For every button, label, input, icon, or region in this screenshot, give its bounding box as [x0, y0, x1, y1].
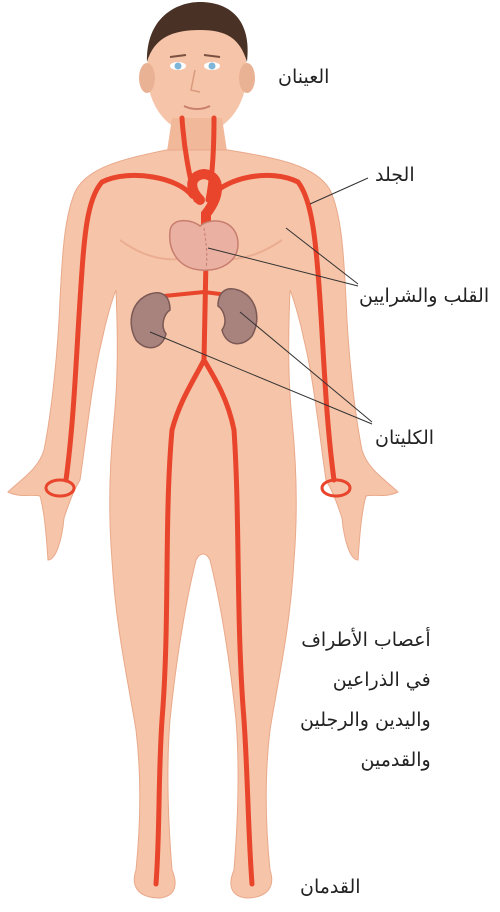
label-heart-arteries: القلب والشرايين	[359, 285, 489, 307]
label-peripheral-nerves: أعصاب الأطراف في الذراعين واليدين والرجل…	[300, 620, 431, 780]
label-skin: الجلد	[375, 164, 415, 186]
label-kidneys: الكليتان	[375, 427, 434, 449]
eye-right	[209, 63, 216, 70]
label-feet: القدمان	[300, 876, 361, 898]
label-nerves-line-2: في الذراعين	[300, 660, 431, 700]
eye-left	[175, 63, 182, 70]
label-nerves-line-4: والقدمين	[300, 740, 431, 780]
label-eyes: العينان	[278, 66, 329, 88]
label-nerves-line-3: واليدين والرجلين	[300, 700, 431, 740]
label-nerves-line-1: أعصاب الأطراف	[300, 620, 431, 660]
ear-right	[239, 63, 255, 93]
ear-left	[139, 63, 155, 93]
